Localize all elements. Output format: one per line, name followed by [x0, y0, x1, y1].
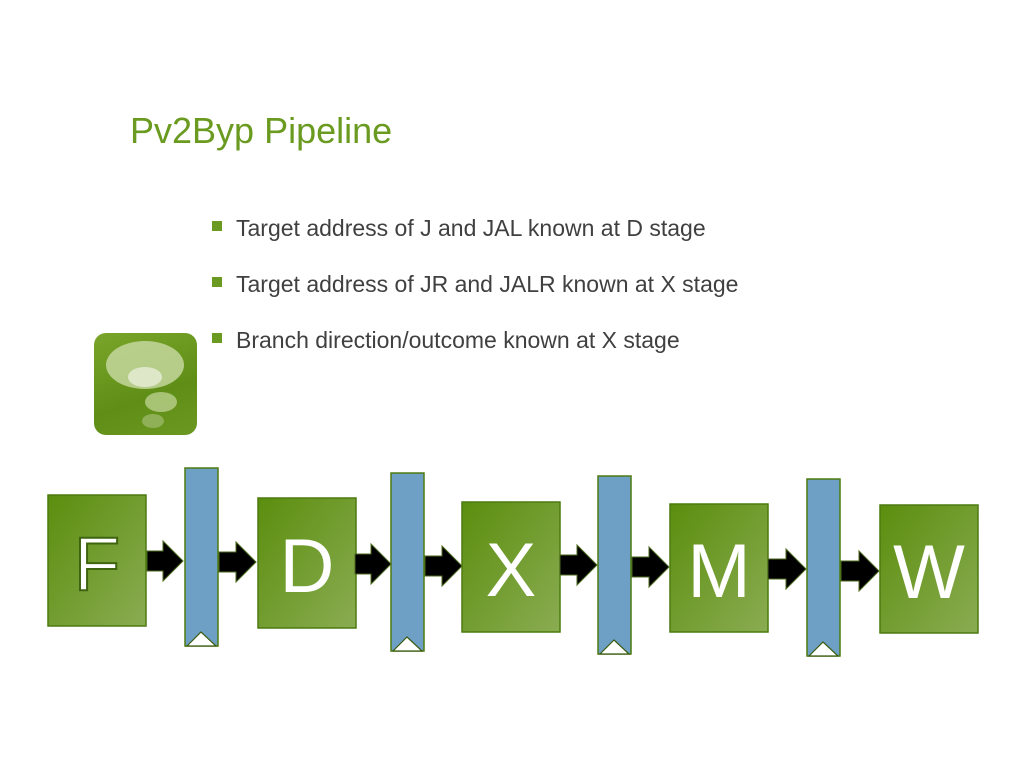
stage-box-f: F — [47, 494, 147, 627]
clock-triangle-icon — [807, 641, 840, 657]
clock-triangle-icon — [185, 631, 218, 647]
bullet-item: Target address of JR and JALR known at X… — [212, 266, 738, 322]
bullet-text: Branch direction/outcome known at X stag… — [236, 327, 680, 353]
stage-box-x: X — [461, 501, 561, 633]
stage-label: D — [280, 524, 335, 609]
stage-label: M — [687, 529, 750, 614]
bullet-square-icon — [212, 333, 222, 343]
arrow-right-icon — [840, 549, 880, 593]
stage-box-d: D — [257, 497, 357, 629]
stage-label: W — [893, 530, 965, 615]
slide-title: Pv2Byp Pipeline — [130, 110, 393, 151]
bullet-item: Branch direction/outcome known at X stag… — [212, 322, 738, 378]
arrow-right-icon — [559, 543, 598, 587]
bullet-text: Target address of JR and JALR known at X… — [236, 271, 739, 297]
pipeline-register-dx — [390, 472, 425, 652]
bullet-square-icon — [212, 221, 222, 231]
bullet-item: Target address of J and JAL known at D s… — [212, 210, 738, 266]
arrow-right-icon — [146, 539, 184, 583]
arrow-right-icon — [354, 542, 392, 586]
clock-triangle-icon — [391, 636, 424, 652]
arrow-right-icon — [631, 545, 670, 589]
stage-box-m: M — [669, 503, 769, 633]
arrow-right-icon — [767, 547, 807, 591]
stage-box-w: W — [879, 504, 979, 634]
stage-label: F — [74, 522, 120, 607]
pipeline-register-mw — [806, 478, 841, 657]
clock-triangle-icon — [598, 639, 631, 655]
bullet-list: Target address of J and JAL known at D s… — [212, 210, 738, 378]
arrow-right-icon — [424, 544, 463, 588]
thought-bubble-icon — [94, 333, 197, 435]
stage-label: X — [486, 528, 537, 613]
pipeline-register-fd — [184, 467, 219, 647]
pipeline-register-xm — [597, 475, 632, 655]
arrow-right-icon — [218, 540, 257, 584]
bullet-text: Target address of J and JAL known at D s… — [236, 215, 706, 241]
bullet-square-icon — [212, 277, 222, 287]
